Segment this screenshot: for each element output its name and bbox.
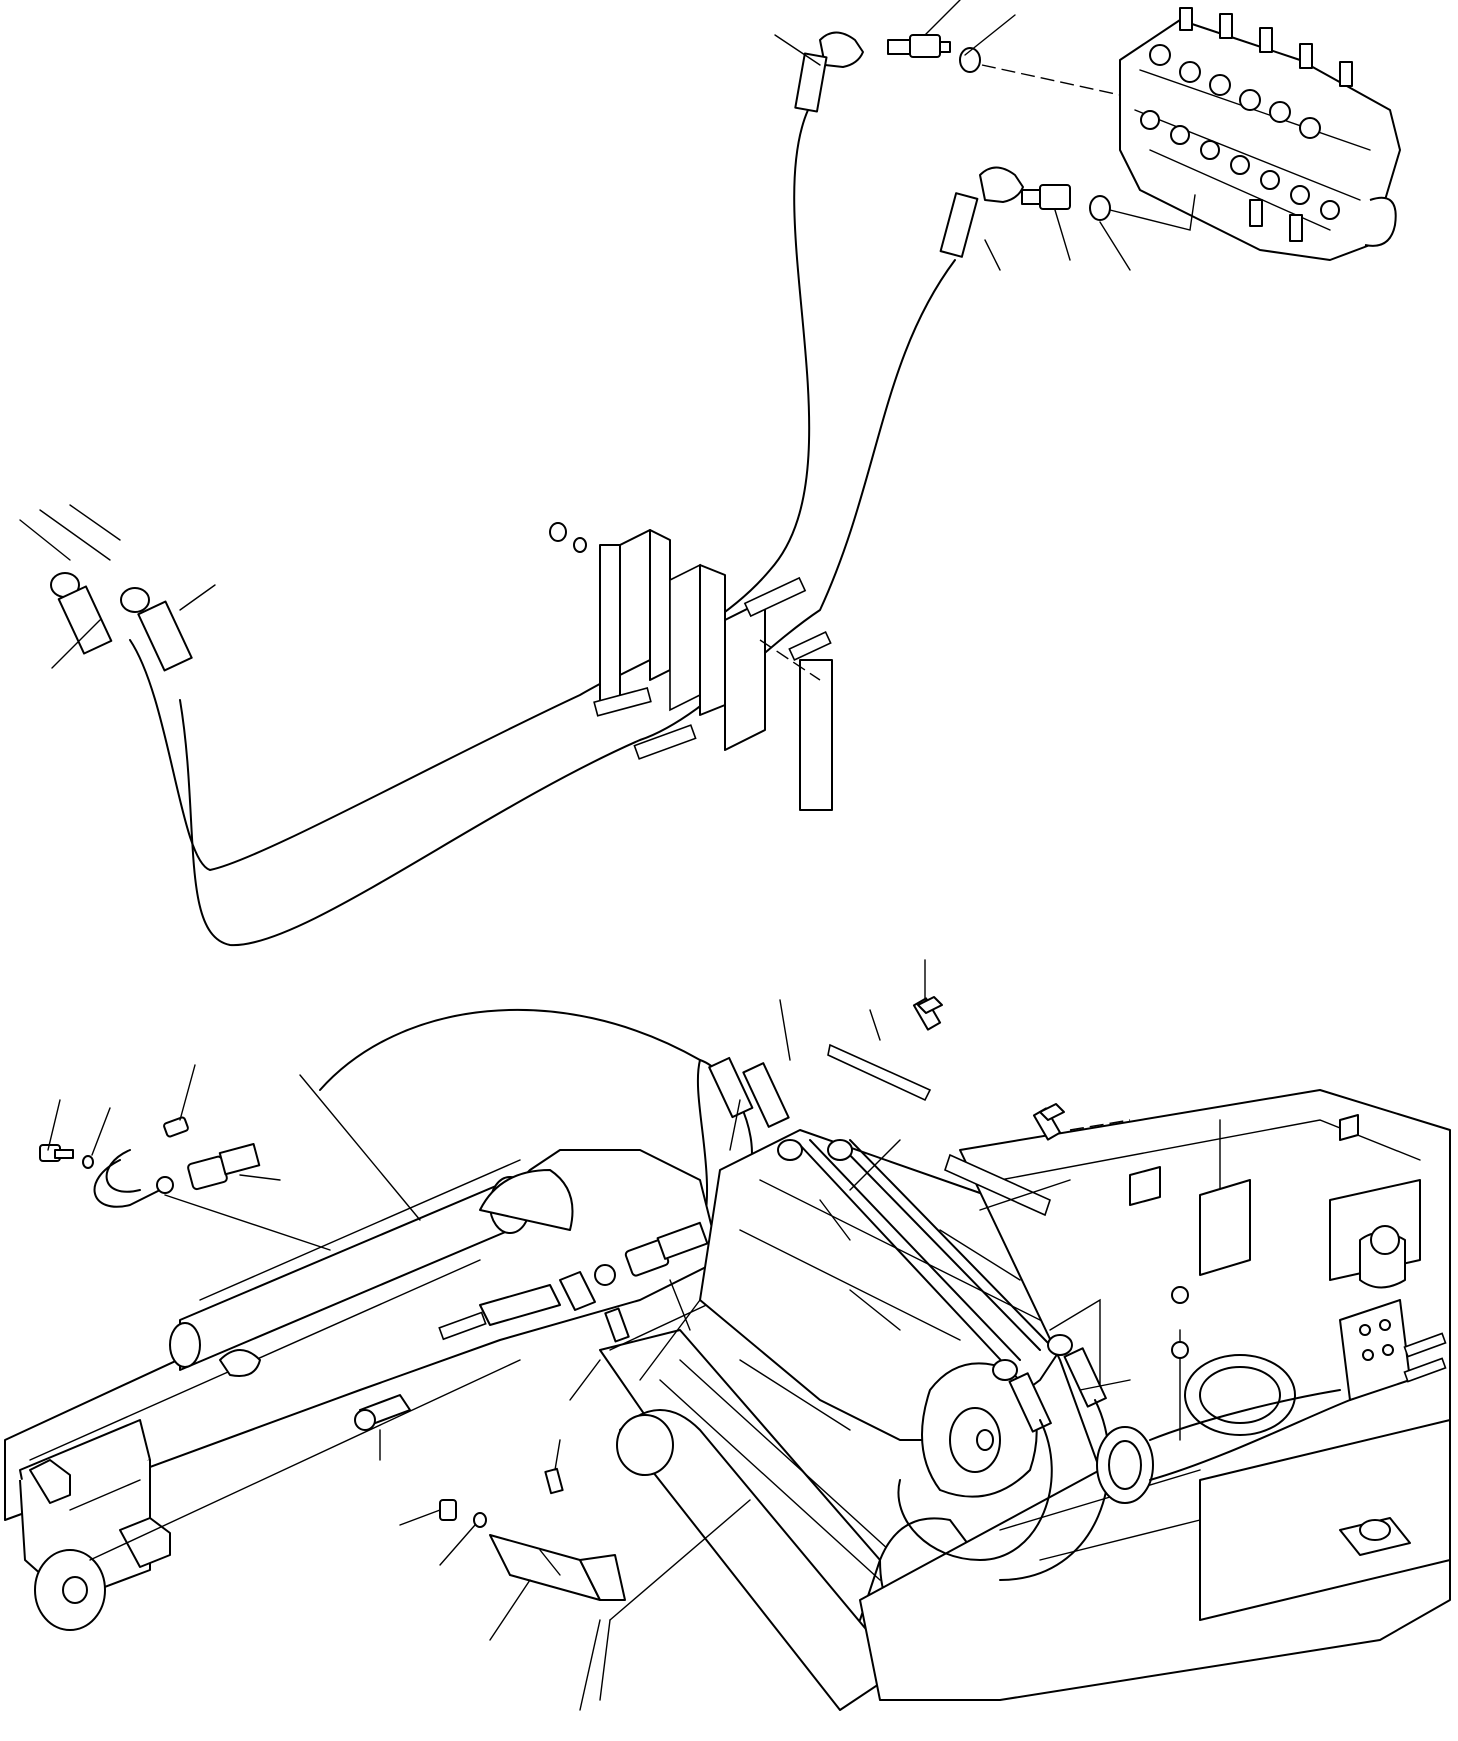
- hose-upper-b-fittings: [939, 166, 1196, 271]
- pipe-pair: [708, 1056, 1111, 1581]
- grommet: [1096, 1389, 1351, 1504]
- hose-upper-a: [129, 109, 811, 871]
- control-valve: [1119, 7, 1401, 261]
- hose-clamp-bracket: [549, 522, 833, 811]
- hose-pair-left: [19, 504, 216, 672]
- boom-fittings: [354, 1221, 709, 1461]
- hose-upper-a-fittings: [774, 0, 1121, 113]
- clamp-block-right: [1339, 1299, 1447, 1401]
- leader-lines: [639, 999, 1131, 1431]
- hose-upper-b: [179, 259, 956, 947]
- revolving-frame: [859, 1089, 1451, 1701]
- boom-assembly: [4, 1149, 721, 1631]
- arm-cylinder: [599, 1279, 901, 1711]
- bolts: [39, 1064, 421, 1251]
- bracket-plate: [399, 1439, 751, 1711]
- clamp-plates: [827, 959, 1131, 1217]
